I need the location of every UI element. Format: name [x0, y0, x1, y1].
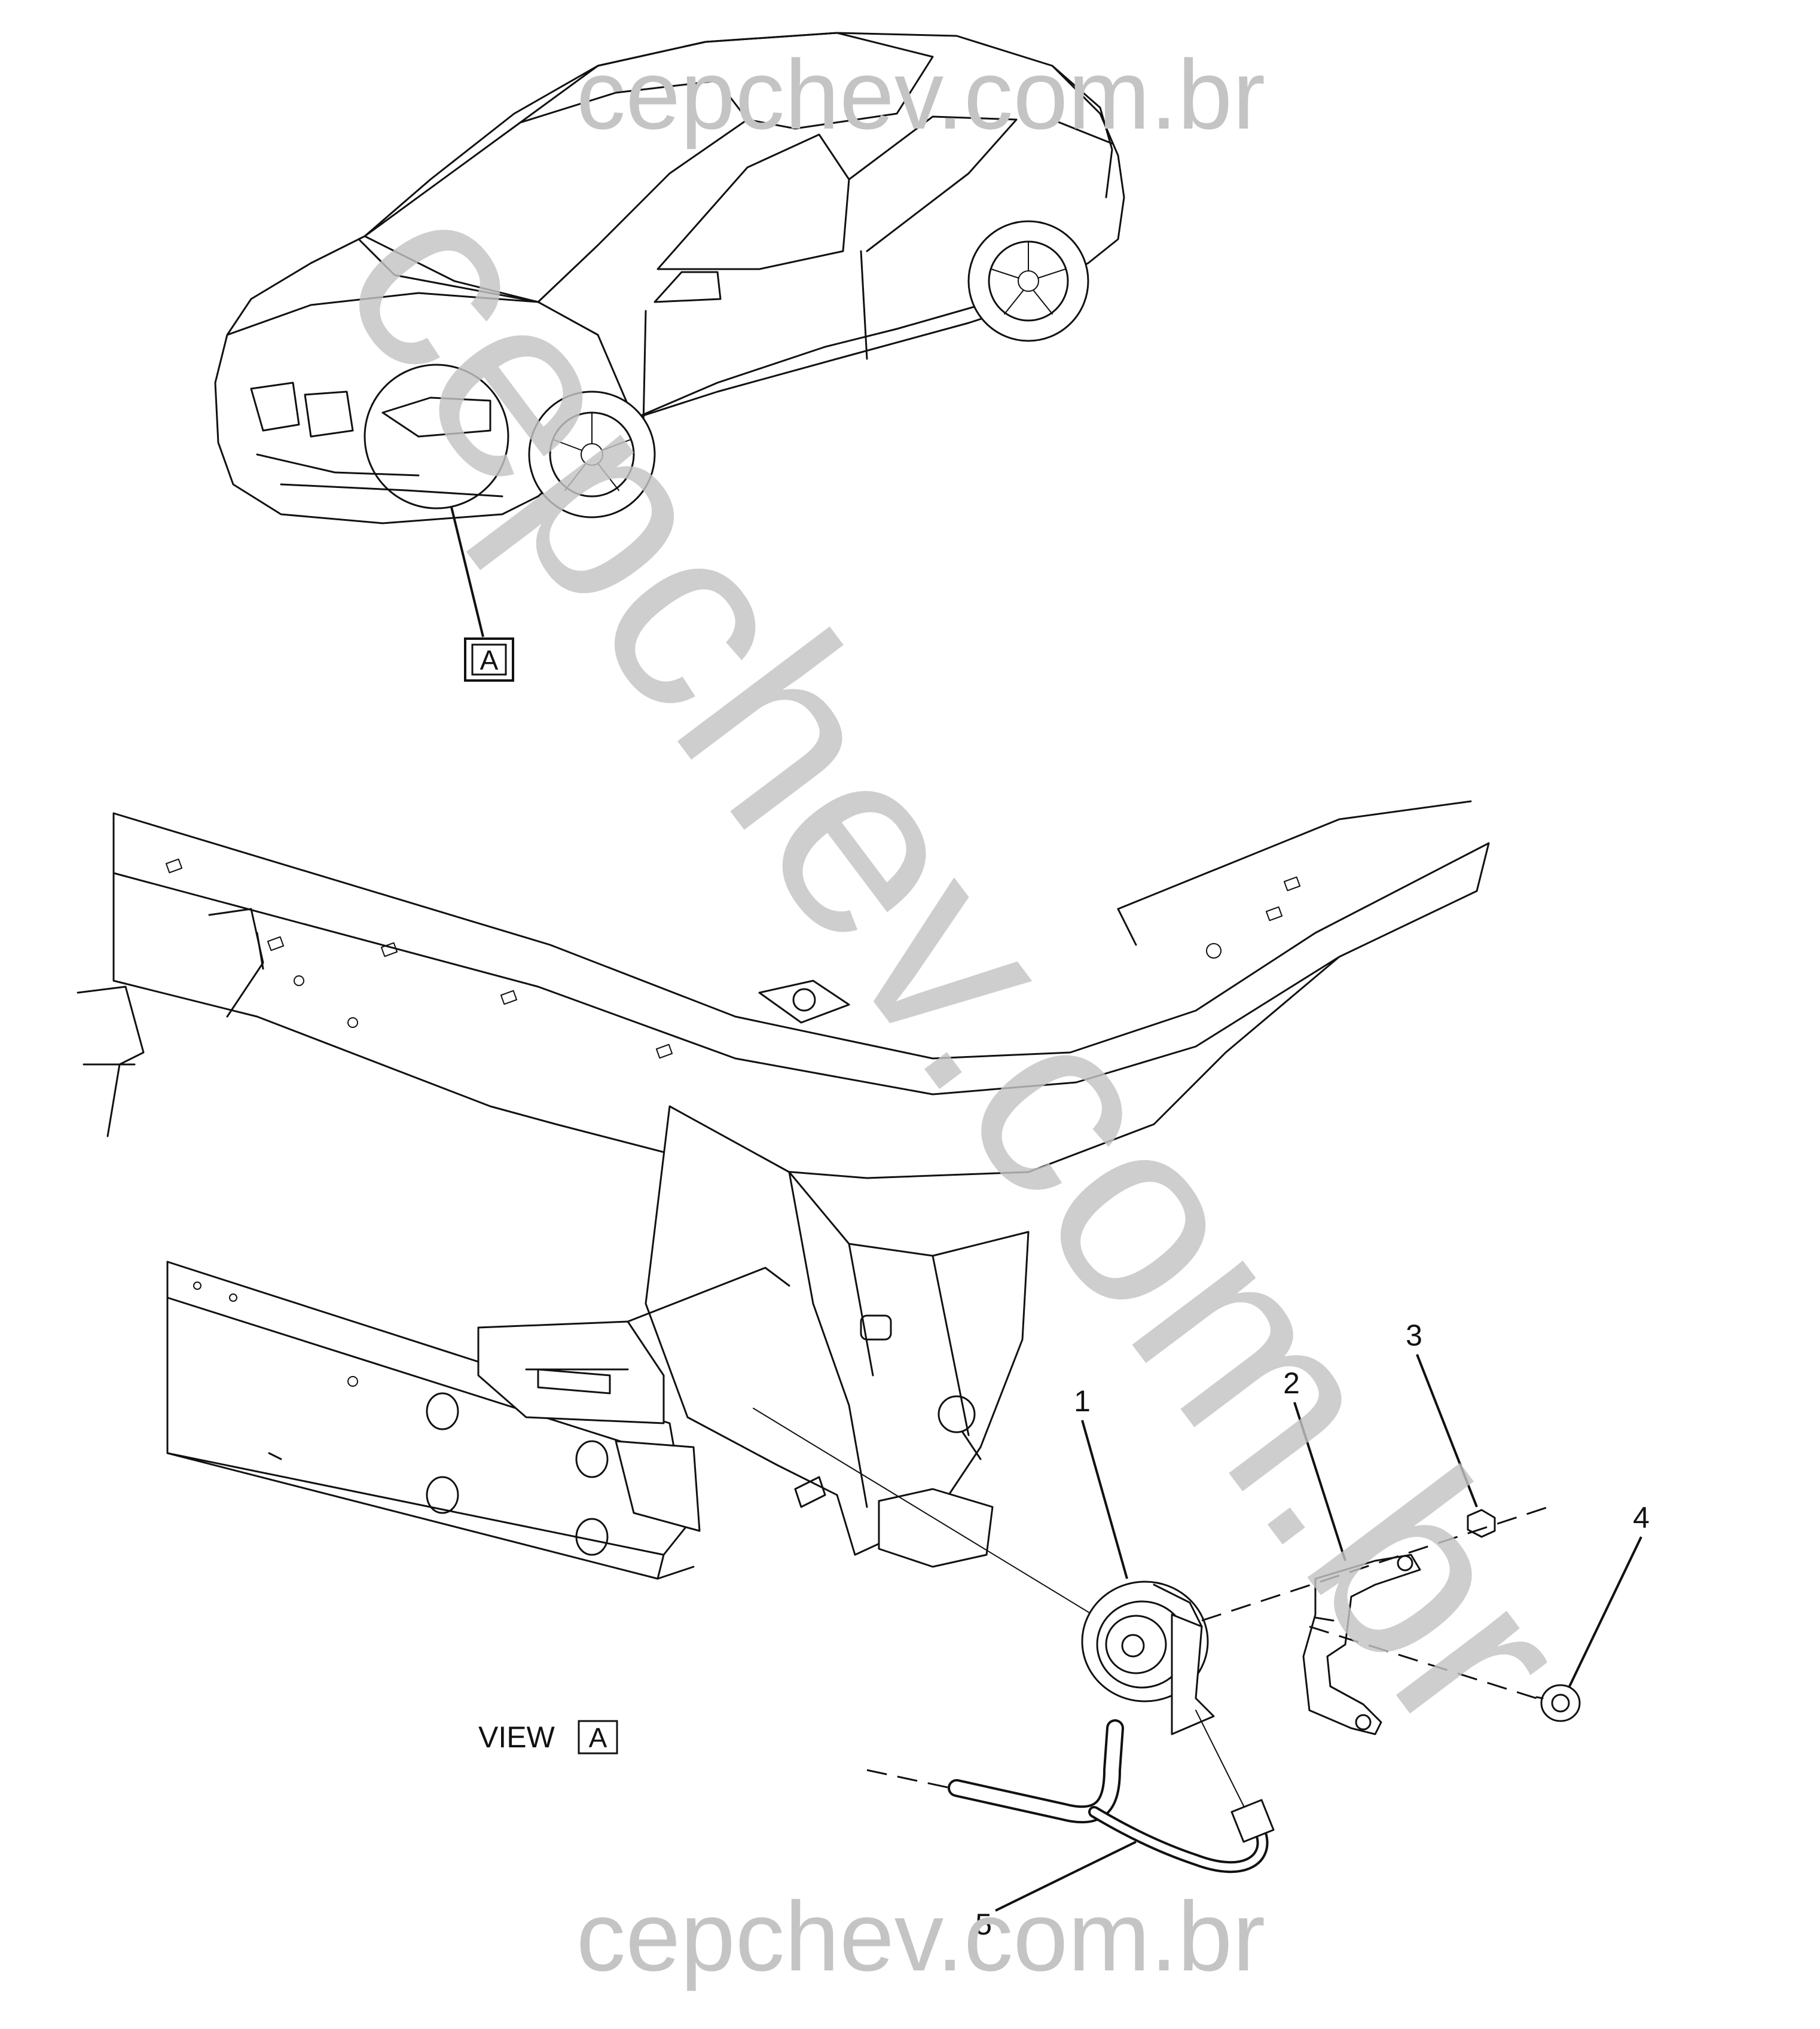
view-label-text: VIEW: [478, 1720, 555, 1754]
view-label-letter: A: [589, 1722, 607, 1753]
horn: [1081, 1581, 1215, 1735]
view-marker-letter: A: [480, 645, 499, 676]
bolt: [1535, 1684, 1581, 1722]
watermark-top: cepchev.com.br: [576, 39, 1265, 149]
front-frame-assembly: [77, 800, 1490, 1580]
view-marker-a: A: [464, 637, 514, 682]
callout-2: 2: [1283, 1366, 1300, 1400]
nut: [1467, 1509, 1496, 1538]
callout-5: 5: [975, 1908, 992, 1941]
watermark-bottom: cepchev.com.br: [576, 1881, 1265, 1991]
callout-3: 3: [1406, 1319, 1422, 1352]
callout-1: 1: [1074, 1384, 1091, 1418]
horn-bracket: [1302, 1554, 1421, 1735]
wiring-harness: [866, 1710, 1275, 1874]
car-illustration: [214, 32, 1125, 637]
view-label: VIEW A: [478, 1720, 618, 1755]
callouts: 1 2 3 4 5: [975, 1319, 1650, 1941]
callout-4: 4: [1633, 1501, 1650, 1534]
